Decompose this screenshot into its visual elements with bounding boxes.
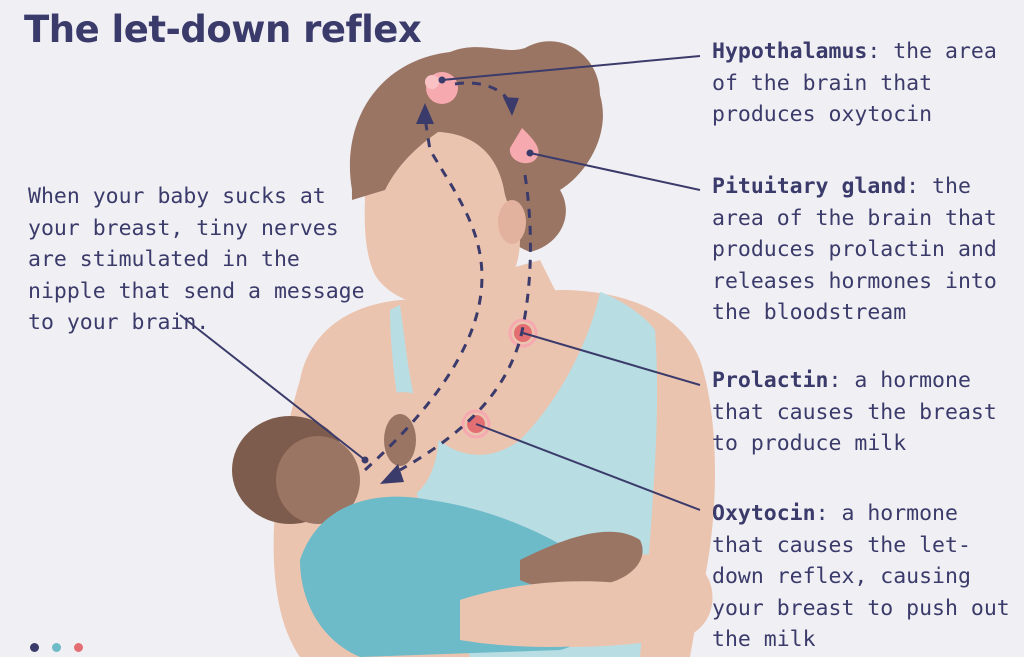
oxytocin-desc: : a hormone that causes the let-down ref… (712, 501, 1010, 653)
signal-path-up (363, 117, 484, 472)
leader-hypothalamus (441, 55, 701, 81)
brand-dot (52, 643, 61, 652)
hypothalamus-desc: : the area of the brain that produces ox… (712, 39, 997, 128)
pituitary-desc: : the area of the brain that produces pr… (712, 174, 997, 326)
leader-nipple (179, 314, 366, 461)
label-hypothalamus: Hypothalamus: the area of the brain that… (712, 36, 1012, 131)
prolactin-desc: : a hormone that causes the breast to pr… (712, 368, 997, 457)
signal-path-brain (454, 81, 510, 101)
oxytocin-term: Oxytocin (712, 501, 816, 526)
page-title: The let-down reflex (24, 8, 422, 51)
mother-ear (498, 200, 526, 244)
baby-hand (384, 414, 416, 466)
pituitary-term: Pituitary gland (712, 174, 907, 199)
signal-arrow-up (416, 103, 434, 124)
label-oxytocin: Oxytocin: a hormone that causes the let-… (712, 498, 1012, 656)
leader-oxytocin (475, 423, 701, 511)
baby-face (276, 436, 360, 524)
mother-forearm (460, 581, 675, 647)
signal-arrow-down (380, 464, 404, 484)
signal-arrow-brain (503, 97, 519, 116)
leader-prolactin (522, 332, 701, 386)
label-prolactin: Prolactin: a hormone that causes the bre… (712, 365, 1012, 460)
brand-dot (30, 643, 39, 652)
hypothalamus-term: Hypothalamus (712, 39, 868, 64)
baby-leg (520, 531, 643, 589)
brand-dot (74, 643, 83, 652)
leader-pituitary (529, 152, 701, 191)
prolactin-term: Prolactin (712, 368, 829, 393)
label-pituitary: Pituitary gland: the area of the brain t… (712, 171, 1012, 329)
intro-text: When your baby sucks at your breast, tin… (28, 184, 365, 336)
